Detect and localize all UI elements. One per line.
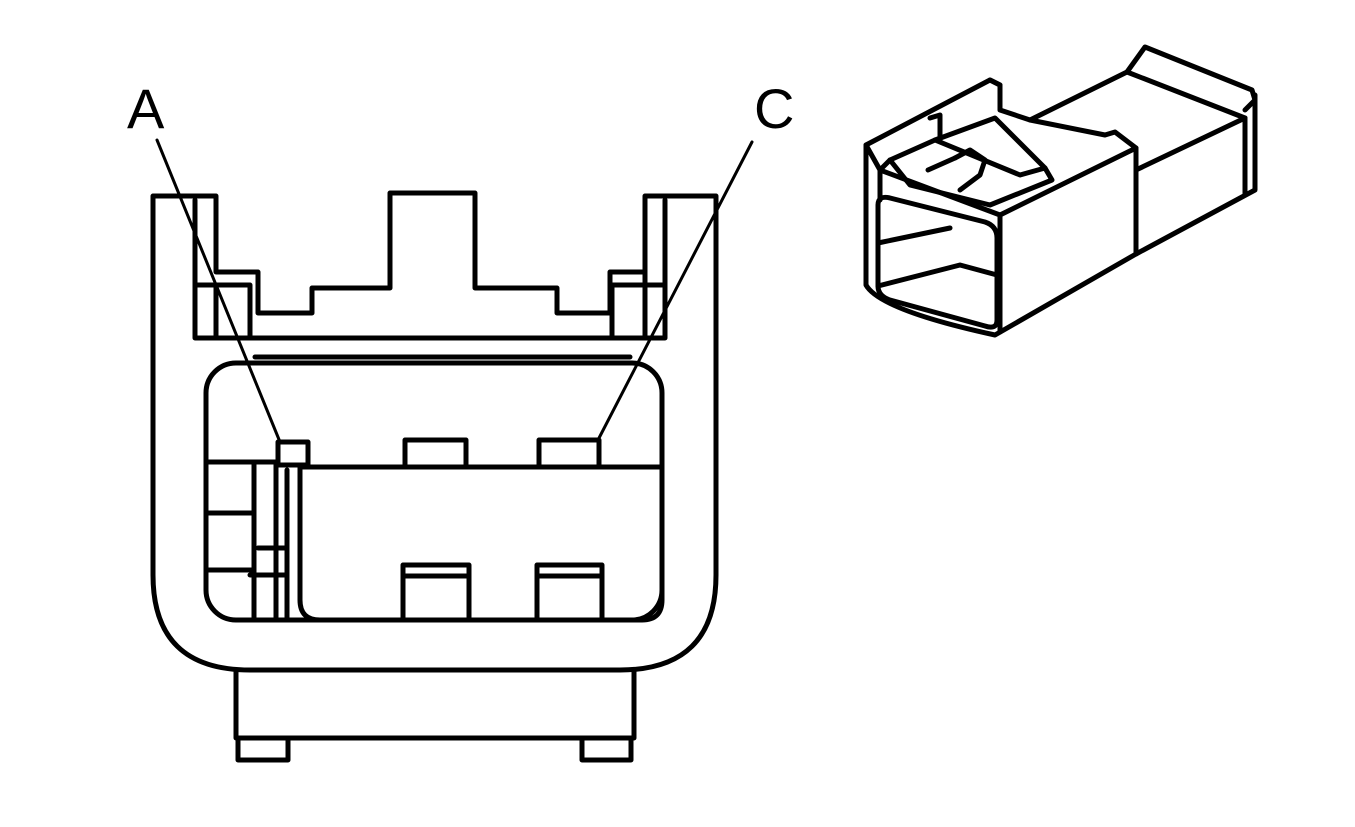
rear-body-inner bbox=[1124, 69, 1248, 198]
terminal-b bbox=[402, 437, 469, 470]
base-block bbox=[233, 667, 637, 741]
inner-wall-right bbox=[607, 197, 668, 341]
terminal-c bbox=[536, 437, 602, 470]
terminal-a bbox=[275, 439, 311, 468]
callout-label-c: C bbox=[754, 77, 794, 140]
right-latch-step bbox=[609, 282, 668, 341]
latch-ramp bbox=[887, 137, 1055, 208]
leader-line-a bbox=[155, 138, 282, 444]
leader-line-c bbox=[596, 140, 754, 442]
left-latch-step bbox=[192, 282, 253, 341]
lower-slot-left bbox=[400, 562, 472, 623]
latch-tab bbox=[932, 115, 1048, 171]
rear-body-right-edge bbox=[1133, 92, 1258, 257]
base-foot-left bbox=[235, 735, 291, 763]
housing-outline bbox=[150, 190, 719, 673]
left-cell-stack bbox=[203, 459, 288, 623]
callout-label-a: A bbox=[127, 77, 165, 140]
side-rail-left bbox=[927, 112, 943, 143]
front-housing-outline bbox=[863, 77, 1139, 338]
connector-isometric-view bbox=[863, 44, 1258, 338]
base-foot-right bbox=[579, 735, 634, 763]
front-face-opening bbox=[875, 194, 1000, 330]
lower-slot-right bbox=[534, 562, 605, 623]
connector-face-view: A C bbox=[127, 77, 794, 763]
lower-chamber bbox=[297, 464, 665, 623]
side-rail-right bbox=[987, 77, 1003, 88]
